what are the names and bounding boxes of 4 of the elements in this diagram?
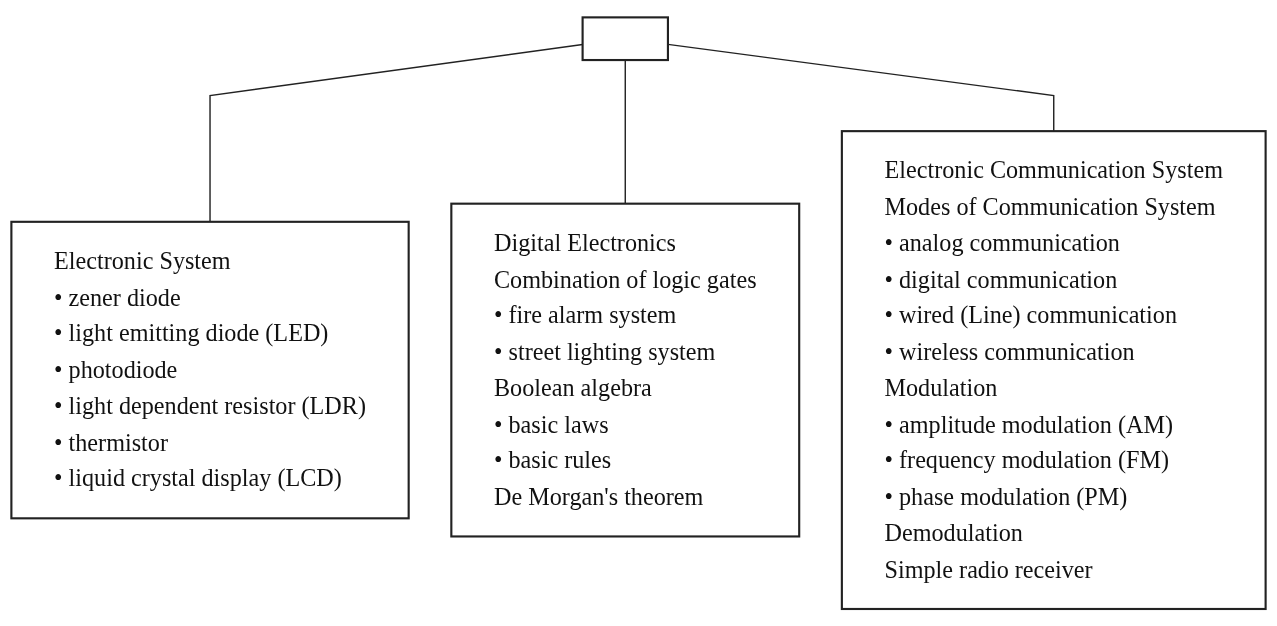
node-box: Electronic Communication System Modes of Communication System • analog communication • digital communication • wired (Line) communication • wireless communication Modulation • amplitude modulation (AM) • frequency modulation (FM) • phase modulation (PM) Demodulation Simple radio receiver [840,129,1267,610]
node-box: Electronic System • zener diode • light emitting diode (LED) • photodiode • light dependent resistor (LDR) • thermistor • liquid crystal display (LCD) [10,220,410,520]
node-box [581,16,669,61]
node-box: Digital Electronics Combination of logic gates • fire alarm system • street lighting system Boolean algebra • basic laws • basic rules De Morgan's theorem [450,202,801,538]
